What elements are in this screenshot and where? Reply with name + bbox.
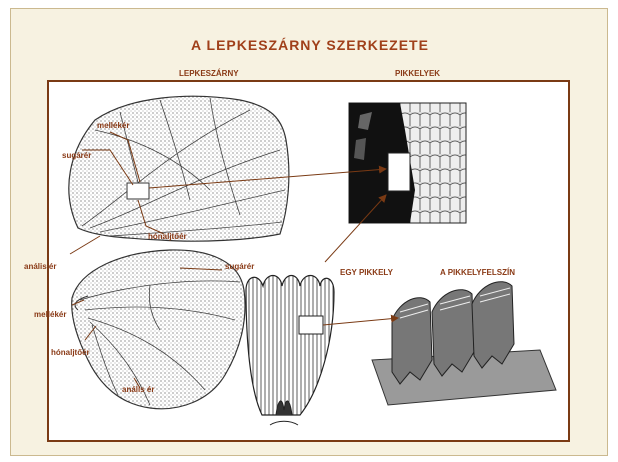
label-pikkelyfelszin: A PIKKELYFELSZÍN — [440, 268, 515, 277]
label-honaljtoer-top: hónaljtőér — [148, 232, 187, 241]
forewing-drawing — [69, 96, 289, 241]
label-analis-top: anális ér — [24, 262, 56, 271]
hindwing-drawing — [72, 250, 245, 409]
label-melleker-top: mellékér — [97, 121, 129, 130]
scale-surface-drawing — [372, 282, 556, 405]
label-egy-pikkely: EGY PIKKELY — [340, 268, 393, 277]
label-sugarer-top: sugárér — [62, 151, 91, 160]
label-sugarer-bottom: sugárér — [225, 262, 254, 271]
label-melleker-bottom: mellékér — [34, 310, 66, 319]
scales-patch-drawing — [349, 103, 466, 223]
label-honaljtoer-bottom: hónaljtőér — [51, 348, 90, 357]
single-scale-drawing — [246, 276, 334, 426]
label-analis-bottom: anális ér — [122, 385, 154, 394]
